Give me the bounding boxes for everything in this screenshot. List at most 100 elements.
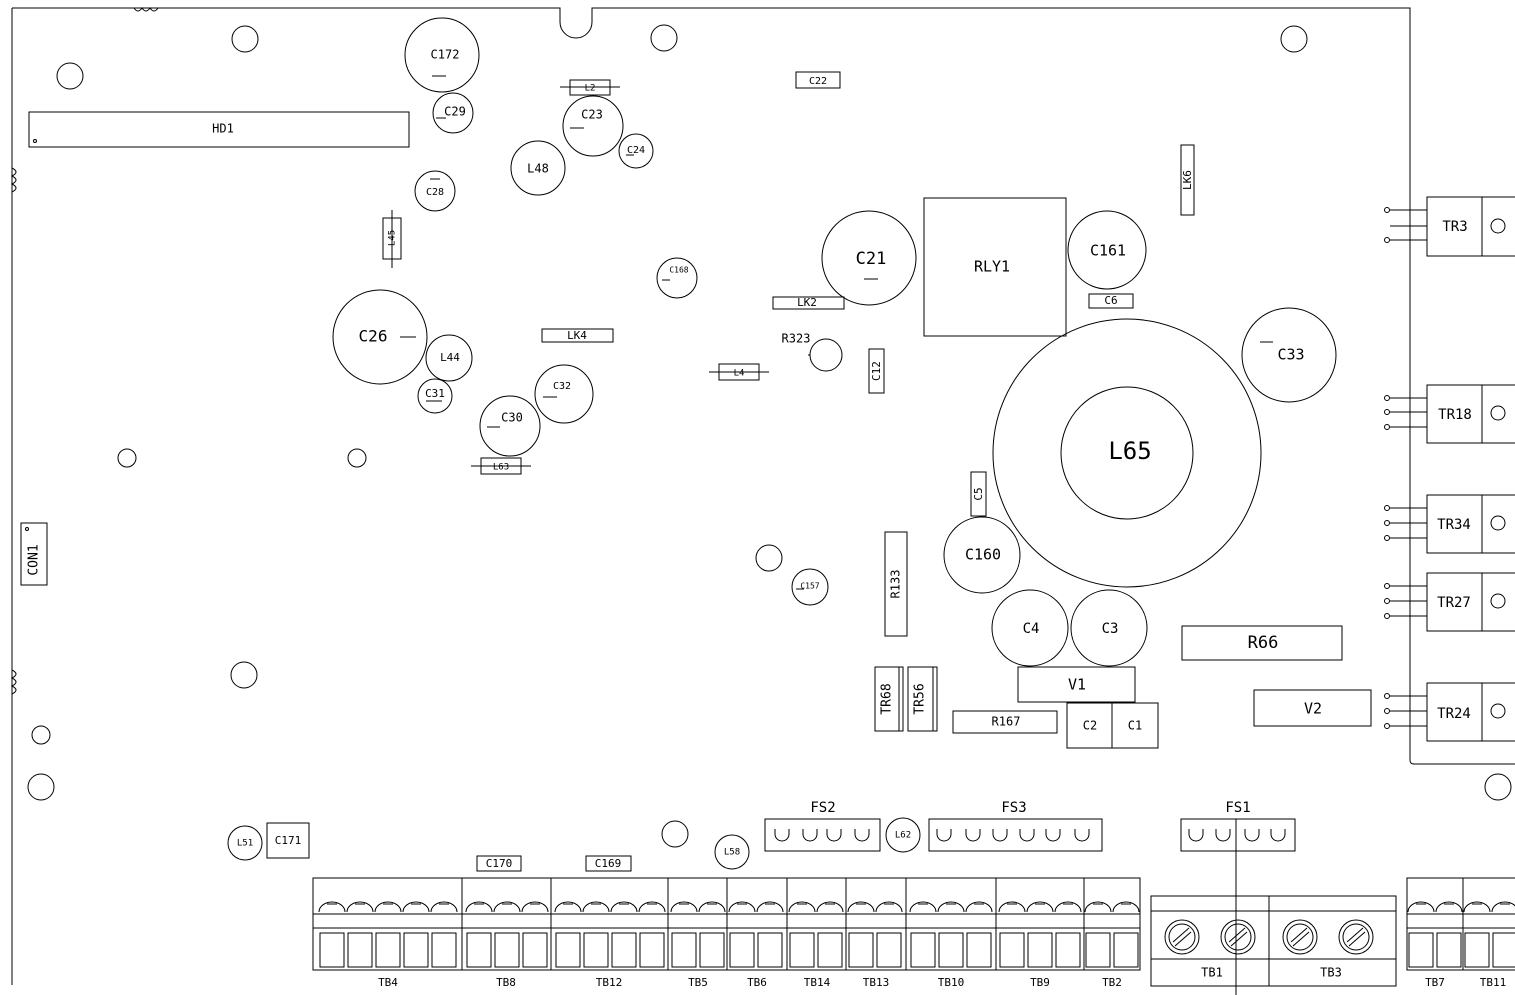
terminal-slot (1085, 932, 1111, 968)
tb1-label: TB1 (1201, 966, 1223, 980)
connector-con1: CON1 (20, 522, 48, 586)
resistor-r167: R167 (952, 710, 1058, 734)
c169-label: C169 (595, 857, 622, 870)
tb5-label: TB5 (688, 976, 708, 989)
screw (1282, 919, 1318, 955)
terminal-pin (1435, 901, 1463, 913)
c170-label: C170 (486, 857, 513, 870)
l45-label: L45 (388, 230, 398, 246)
mounting-hole (31, 725, 51, 745)
terminal-pin (875, 901, 903, 913)
header-hd1: HD1 (28, 111, 410, 148)
capacitor-c161: C161 (1067, 210, 1147, 290)
lk6-label: LK6 (1181, 170, 1194, 190)
c3-label: C3 (1102, 621, 1119, 637)
terminal-slot (848, 932, 874, 968)
varistor-v1: V1 (1017, 666, 1136, 703)
fs1-label: FS1 (1225, 800, 1250, 816)
tb10-label: TB10 (938, 976, 965, 989)
con1-label: CON1 (27, 544, 42, 575)
link-lk4: LK4 (541, 328, 614, 343)
inductor-l45: L45 (382, 210, 402, 268)
mounting-hole (117, 448, 137, 468)
transistor-tr34: TR34 (1384, 494, 1515, 554)
terminal-pin (1463, 901, 1491, 913)
mounting-hole (755, 544, 783, 572)
mounting-hole (650, 24, 678, 52)
transistor-tr68: TR68 (874, 666, 904, 732)
varistor-v2: V2 (1253, 689, 1372, 727)
screw-slot (1228, 927, 1248, 947)
relay-rly1: RLY1 (923, 197, 1067, 337)
tb11-label: TB11 (1480, 976, 1507, 989)
mounting-hole (661, 820, 689, 848)
c22-label: C22 (809, 76, 827, 87)
c12-label: C12 (870, 361, 883, 381)
c29-label: C29 (444, 105, 466, 119)
c21-label: C21 (856, 249, 887, 269)
v1-label: V1 (1068, 676, 1086, 694)
transistor-tr18: TR18 (1384, 384, 1515, 444)
capacitor-c160: C160 (943, 516, 1021, 594)
terminal-pin (582, 901, 610, 913)
terminal-slot (1492, 932, 1515, 968)
capacitor-c170: C170 (476, 855, 522, 872)
l63-label: L63 (493, 463, 509, 473)
tb13-label: TB13 (863, 976, 890, 989)
resistor-r323: R323 (782, 332, 843, 372)
inductor-l48: L48 (510, 140, 566, 196)
fs2-label: FS2 (810, 800, 835, 816)
terminal-slot (757, 932, 783, 968)
capacitor-c30: C30 (479, 395, 541, 457)
screw (1338, 919, 1374, 955)
resistor-r133: R133 (884, 531, 908, 637)
terminal-slot (1027, 932, 1053, 968)
terminal-pin (430, 901, 458, 913)
tb9-label: TB9 (1030, 976, 1050, 989)
v2-label: V2 (1304, 700, 1322, 718)
terminal-pin (1112, 901, 1140, 913)
terminal-slot (1436, 932, 1462, 968)
terminal-slot (876, 932, 902, 968)
l44-label: L44 (440, 351, 460, 364)
terminal-pin (610, 901, 638, 913)
transistor-tr27: TR27 (1384, 572, 1515, 632)
terminal-pin (847, 901, 875, 913)
c168-label: C168 (669, 266, 688, 275)
terminal-pin (698, 901, 726, 913)
tr68-label: TR68 (880, 683, 895, 714)
lk2-label: LK2 (797, 296, 817, 309)
r133-label: R133 (889, 570, 903, 599)
terminal-pin (1026, 901, 1054, 913)
terminal-slot (466, 932, 492, 968)
l65-label: L65 (1108, 437, 1151, 465)
capacitor-c1: C1 (1111, 702, 1159, 749)
terminal-slot (403, 932, 429, 968)
screw (1164, 919, 1200, 955)
c31-label: C31 (425, 387, 445, 400)
inductor-l51: L51 (227, 825, 263, 861)
board-outline (10, 7, 1515, 985)
tr24-label: TR24 (1437, 706, 1471, 722)
terminal-slot (938, 932, 964, 968)
terminal-pin (1407, 901, 1435, 913)
terminal-slot (639, 932, 665, 968)
terminal-pin (346, 901, 374, 913)
mounting-hole (27, 773, 55, 801)
terminal-slot (729, 932, 755, 968)
terminal-slot (1408, 932, 1434, 968)
terminal-pin (521, 901, 549, 913)
screw-head (1224, 923, 1252, 951)
terminal-slot (431, 932, 457, 968)
terminal-slot (347, 932, 373, 968)
terminal-pin (1054, 901, 1082, 913)
screw-head (1342, 923, 1370, 951)
lk4-label: LK4 (567, 329, 587, 342)
fuse-fs1: FS1 (1180, 800, 1296, 995)
terminal-pin (402, 901, 430, 913)
terminal-slot (319, 932, 345, 968)
c161-label: C161 (1090, 242, 1126, 260)
l2-label: L2 (585, 84, 596, 94)
screw-slot (1172, 927, 1192, 947)
terminal-slot (1464, 932, 1490, 968)
